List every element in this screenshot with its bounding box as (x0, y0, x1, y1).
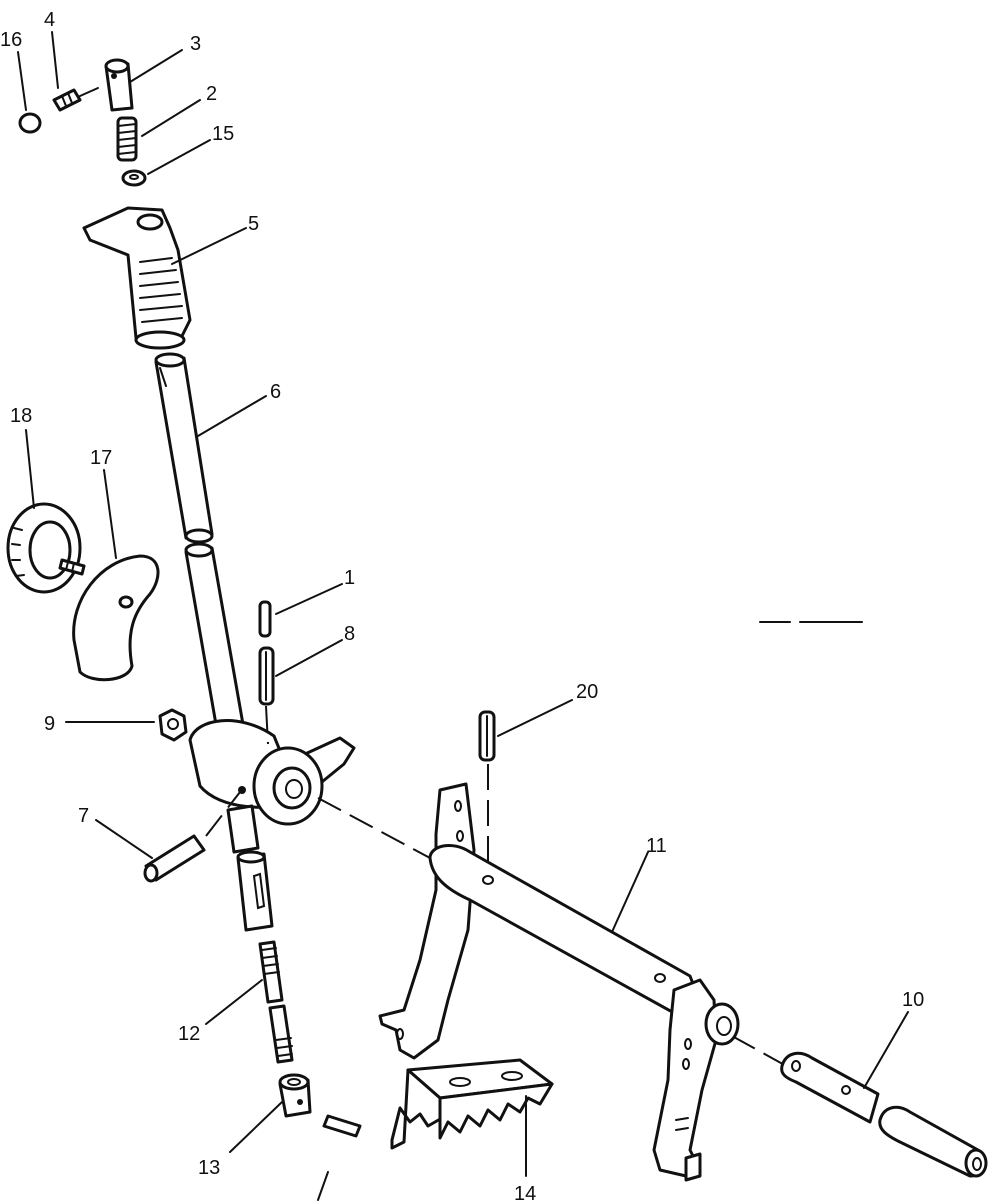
part-13-collar (278, 1073, 312, 1118)
slotted-tube (236, 850, 274, 932)
part-14-toothed-bracket (390, 1058, 554, 1150)
label-part-5: 5 (248, 213, 259, 235)
label-part-13: 13 (198, 1157, 220, 1179)
main-axis-dash-left (317, 797, 431, 859)
part-15-washer (121, 169, 147, 187)
part-11-main-shaft (378, 782, 740, 1182)
main-axis-dash-right (731, 1035, 791, 1069)
part-18-knob (6, 502, 86, 594)
label-part-20: 20 (576, 681, 598, 703)
label-part-1: 1 (344, 567, 355, 589)
lower-tube-upper-section (184, 542, 246, 738)
part-10-shaft-pin (780, 1051, 988, 1178)
part-7-alignment-dash (205, 791, 241, 837)
label-part-11: 11 (646, 835, 667, 857)
part-5-handle-grip (82, 206, 192, 350)
label-part-14: 14 (514, 1183, 536, 1204)
part-12-threaded-rod (258, 940, 294, 1064)
label-part-15: 15 (212, 123, 234, 145)
label-part-8: 8 (344, 623, 355, 645)
part-6-upper-tube (154, 352, 214, 544)
label-part-3: 3 (190, 33, 201, 55)
part-17-plate (72, 554, 160, 682)
label-part-4: 4 (44, 9, 55, 31)
part-2-spring (116, 116, 138, 162)
bottom-small-pin (322, 1114, 362, 1138)
part-3-pin (104, 58, 134, 112)
label-part-9: 9 (44, 713, 55, 735)
leader-lines (17, 31, 909, 1201)
label-part-16: 16 (0, 29, 22, 51)
part-8-alignment-dash (265, 705, 269, 745)
part-8-roll-pin (258, 646, 275, 706)
label-part-12: 12 (178, 1023, 200, 1045)
part-7-pin (143, 834, 206, 883)
label-part-17: 17 (90, 447, 112, 469)
label-part-7: 7 (78, 805, 89, 827)
label-part-6: 6 (270, 381, 281, 403)
part-20-roll-pin (478, 710, 496, 762)
label-part-10: 10 (902, 989, 924, 1011)
part-4-set-screw (52, 87, 99, 112)
part-9-nut (158, 708, 188, 742)
part-16-cap (18, 112, 42, 134)
label-part-18: 18 (10, 405, 32, 427)
label-part-2: 2 (206, 83, 217, 105)
part-1-pin (258, 600, 272, 638)
pivot-hub (188, 719, 356, 826)
lower-rod-stub (226, 804, 260, 854)
